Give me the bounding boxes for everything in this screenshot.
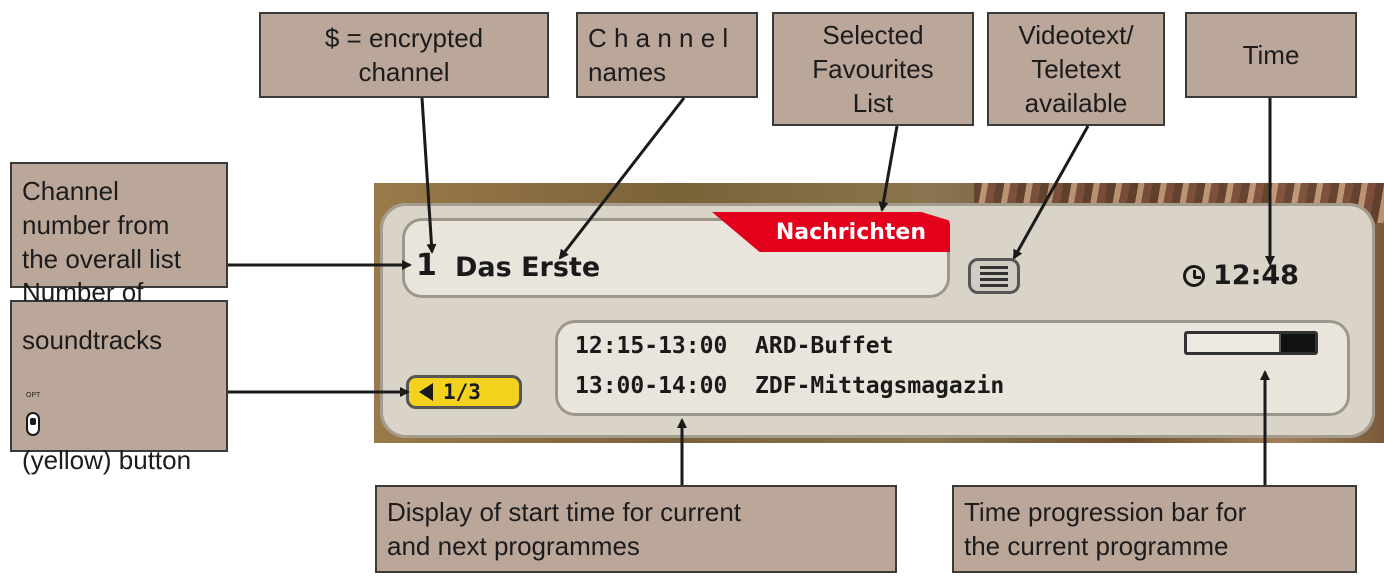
teletext-icon — [968, 258, 1020, 294]
arrow-videotext — [1012, 125, 1090, 260]
callout-line: C h a n n e l — [588, 23, 729, 53]
programme-title: ZDF-Mittagsmagazin — [755, 373, 1005, 399]
callout-line: List — [852, 88, 894, 118]
callout-channel-number: Channel number from the overall list — [10, 162, 228, 288]
callout-line: channel — [358, 57, 450, 87]
callout-progress-bar: Time progression bar for the current pro… — [952, 485, 1357, 573]
programme-title: ARD-Buffet — [755, 333, 894, 359]
callout-line: Videotext/ — [1018, 20, 1134, 50]
programme-time: 13:00-14:00 — [575, 373, 728, 399]
callout-line: Display of start time for current — [387, 497, 741, 527]
callout-line: $ = encrypted — [324, 23, 484, 53]
soundtrack-count: 1/3 — [443, 380, 481, 404]
callout-line: Selected — [822, 20, 924, 50]
current-time: 12:48 — [1213, 260, 1299, 291]
callout-videotext: Videotext/ Teletext available — [987, 12, 1165, 126]
arrow-channel-names — [558, 97, 686, 260]
programme-time: 12:15-13:00 — [575, 333, 728, 359]
callout-text: soundtracks — [22, 325, 163, 355]
favourites-list-tab: Nachrichten — [712, 212, 950, 252]
time-progress-fill — [1187, 334, 1282, 352]
callout-line: Time — [1242, 40, 1300, 70]
callout-line: the overall list — [22, 244, 181, 274]
callout-line: available — [1024, 88, 1128, 118]
clock: 12:48 — [1183, 260, 1299, 291]
programme-row-current: 12:15-13:00 ARD-Buffet — [575, 333, 894, 359]
callout-line: Channel — [22, 176, 119, 206]
callout-line: Favourites — [812, 54, 934, 84]
callout-line: and next programmes — [387, 531, 640, 561]
favourites-list-label: Nachrichten — [775, 219, 926, 245]
callout-line: (yellow) button — [22, 445, 192, 475]
callout-soundtracks: Number of soundtracks OPT (yellow) butto… — [10, 277, 228, 475]
callout-line: number from — [22, 210, 170, 240]
callout-channel-names: C h a n n e l names — [576, 12, 758, 98]
callout-start-time: Display of start time for current and ne… — [375, 485, 897, 573]
channel-number: 1 — [416, 248, 437, 283]
speaker-icon — [419, 383, 433, 401]
callout-line: Teletext — [1031, 54, 1121, 84]
callout-line: names — [588, 57, 667, 87]
callout-favourites-list: Selected Favourites List — [772, 12, 974, 126]
callout-encrypted-channel: $ = encrypted channel — [259, 12, 549, 98]
opt-button-icon: OPT — [26, 364, 226, 436]
callout-line: soundtracks OPT — [22, 316, 226, 436]
callout-time: Time — [1185, 12, 1357, 98]
clock-icon — [1183, 264, 1205, 287]
opt-button-label: OPT — [26, 392, 41, 399]
callout-line: Time progression bar for — [964, 497, 1247, 527]
time-progress-bar — [1184, 331, 1318, 355]
programme-row-next: 13:00-14:00 ZDF-Mittagsmagazin — [575, 373, 1004, 399]
arrow-encrypted — [420, 97, 437, 254]
soundtrack-badge: 1/3 — [406, 375, 522, 409]
callout-line: Number of — [22, 277, 144, 307]
callout-line: the current programme — [964, 531, 1229, 561]
arrow-favourites — [878, 125, 899, 212]
channel-name: Das Erste — [455, 252, 601, 283]
